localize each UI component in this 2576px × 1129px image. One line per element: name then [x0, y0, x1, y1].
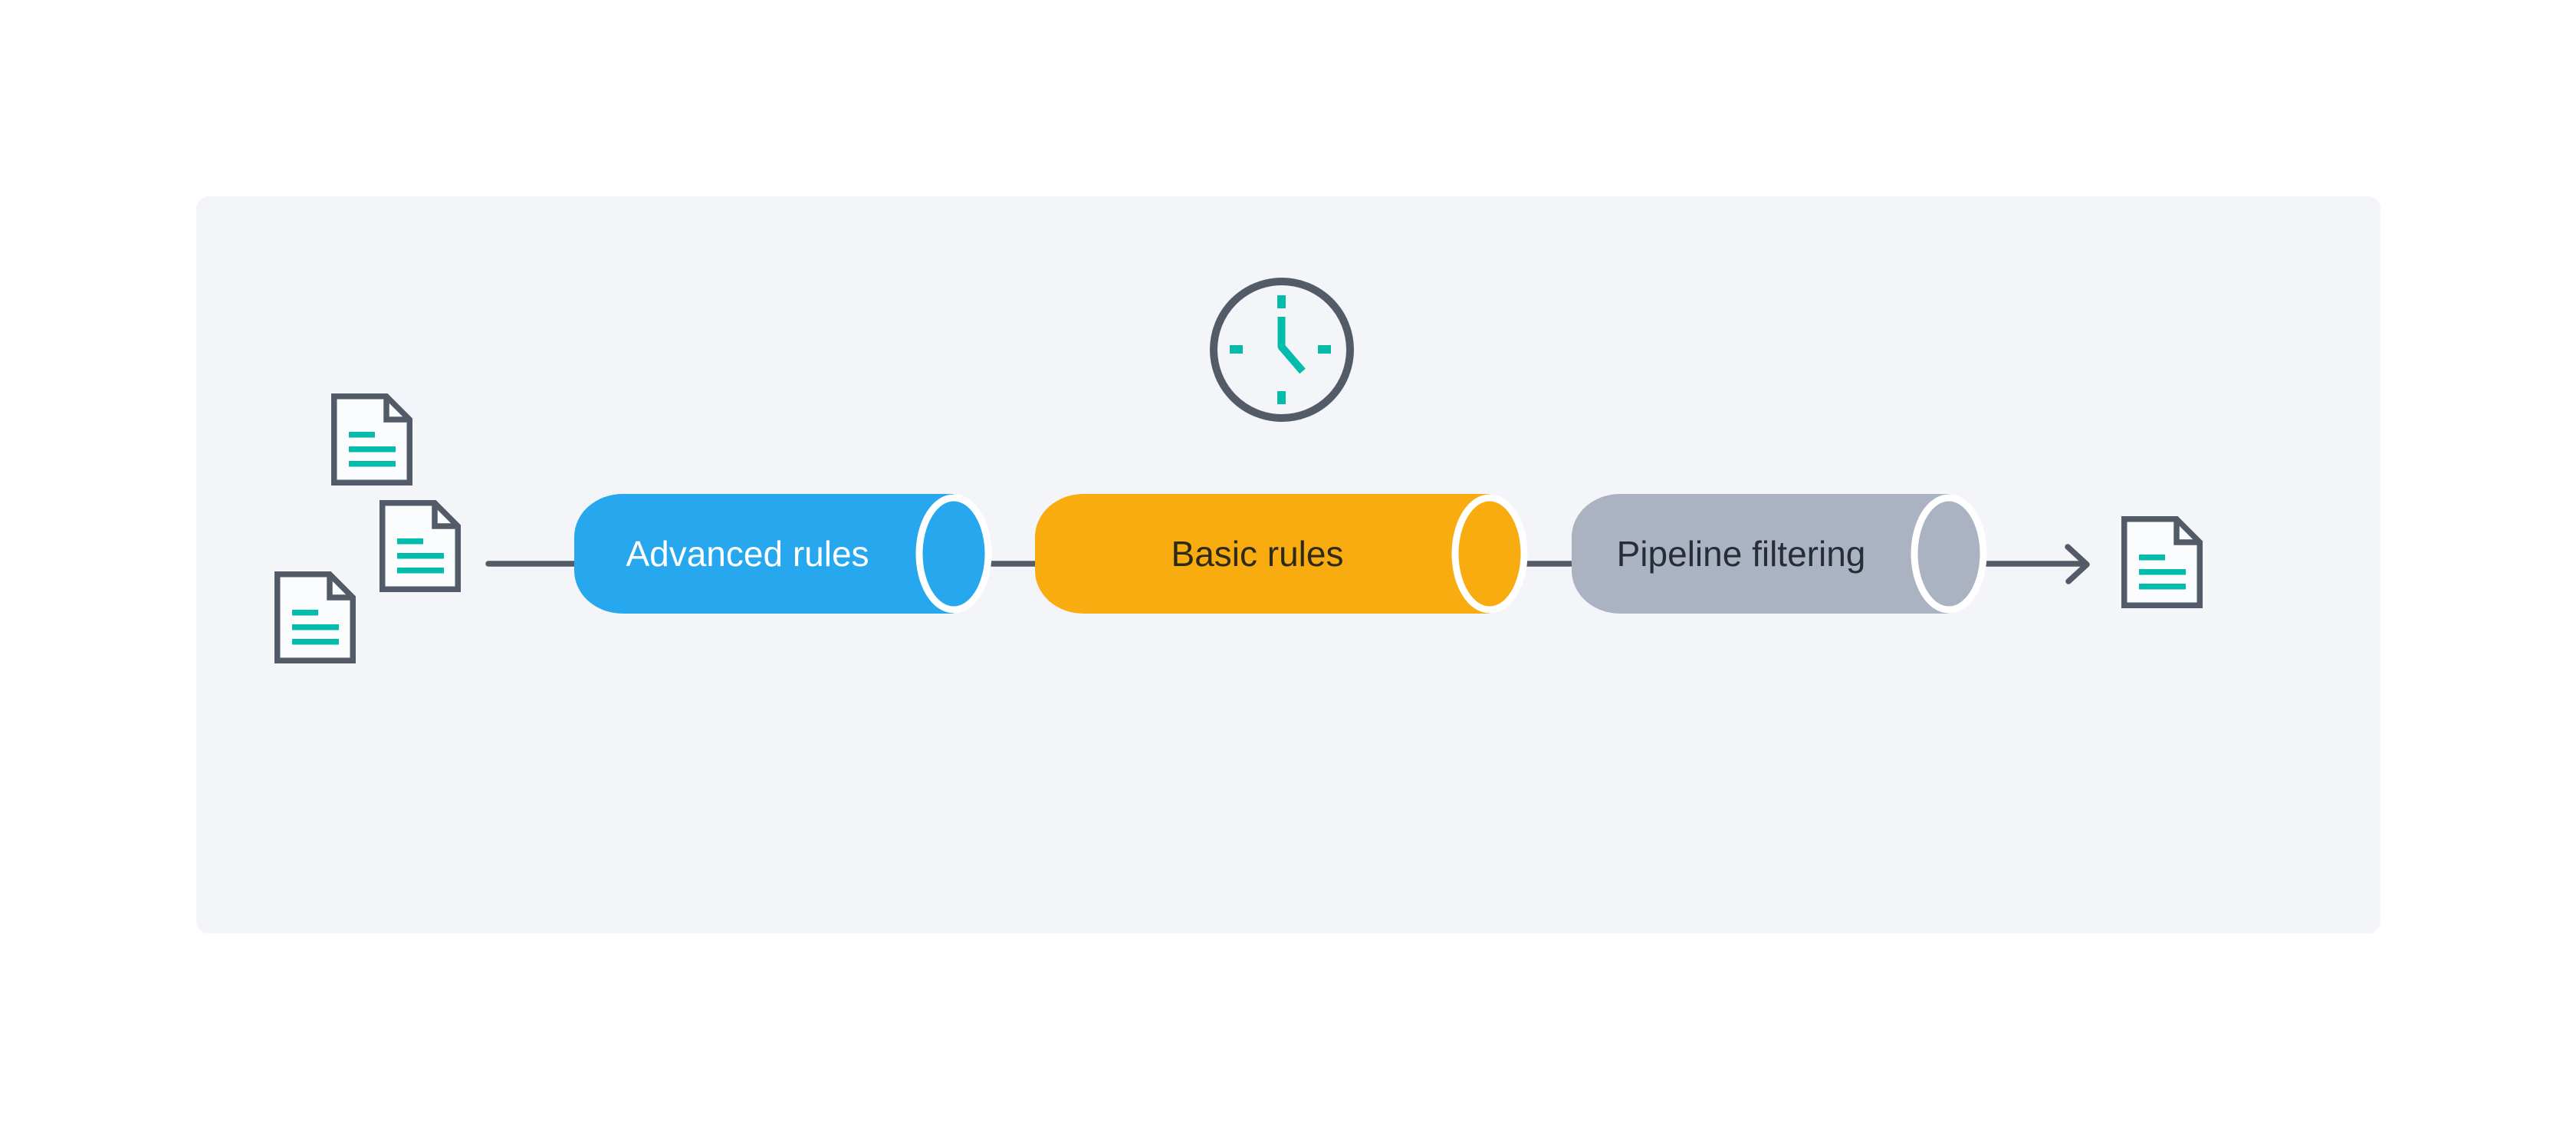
cylinder-body [1035, 494, 1490, 614]
clock-face [1210, 278, 1354, 422]
clock-icon [1210, 278, 1354, 422]
stage-label: Advanced rules [626, 534, 869, 574]
cylinder-cap [1451, 494, 1528, 614]
clock-hands [1277, 317, 1306, 374]
cylinder-body [1572, 494, 1949, 614]
document-icon [383, 503, 458, 590]
stage-basic-rules: Basic rules [1035, 494, 1528, 614]
cylinder-cap [1911, 494, 1987, 614]
document-icon [2124, 519, 2200, 606]
output-documents [2124, 519, 2200, 606]
stage-pipeline-filtering: Pipeline filtering [1572, 494, 1987, 614]
clock-ticks [1230, 295, 1331, 404]
cylinder-body [574, 494, 954, 614]
stage-label-group: Advanced rules [626, 534, 869, 574]
stage-label: Basic rules [1171, 534, 1344, 574]
stage-label-group: Basic rules [1171, 534, 1344, 574]
document-icon [278, 574, 353, 661]
stage-label: Pipeline filtering [1617, 534, 1866, 574]
arrow-right-icon [2065, 544, 2090, 584]
document-icon [334, 397, 410, 483]
stage-advanced-rules: Advanced rules [574, 494, 992, 614]
stage-label-group: Pipeline filtering [1617, 534, 1866, 574]
cylinder-cap [915, 494, 992, 614]
